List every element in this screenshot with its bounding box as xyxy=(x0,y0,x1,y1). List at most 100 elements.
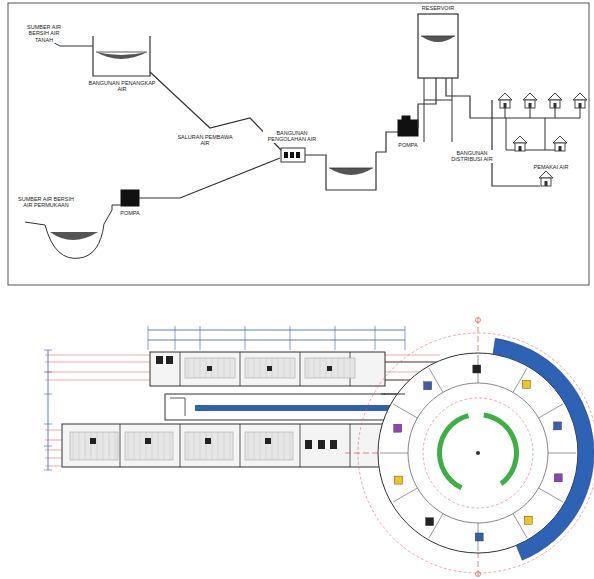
filter-element xyxy=(290,152,294,158)
building-wing xyxy=(62,424,392,467)
house-door xyxy=(519,146,522,151)
stall-line xyxy=(284,358,285,378)
house-icon xyxy=(553,136,567,143)
room-icon xyxy=(394,424,402,432)
inner-ring xyxy=(408,383,548,523)
house-icon xyxy=(573,93,587,100)
room-icon xyxy=(394,476,402,484)
valley xyxy=(25,210,112,258)
green-arc xyxy=(483,412,519,485)
stall-line xyxy=(152,432,153,460)
stall-line xyxy=(158,432,159,460)
stall-line xyxy=(350,358,351,378)
component-label: SUMBER AIR BERSIH AIR TANAH xyxy=(18,24,70,43)
house-icon xyxy=(539,171,553,178)
inner-ring xyxy=(423,398,533,508)
room-area xyxy=(185,432,233,460)
room-icon xyxy=(424,382,432,390)
fixture-symbol xyxy=(265,438,271,444)
house-icon xyxy=(548,93,562,100)
radial-wall xyxy=(548,453,576,454)
radial-wall xyxy=(380,453,408,454)
filter-element xyxy=(296,152,300,158)
tower-leg xyxy=(452,78,453,142)
stall-line xyxy=(212,432,213,460)
wall xyxy=(350,424,351,467)
stall-line xyxy=(194,432,195,460)
house-icon xyxy=(523,93,537,100)
room-area xyxy=(245,358,295,378)
fixture-symbol xyxy=(166,356,173,364)
house-icon xyxy=(575,100,585,108)
wall xyxy=(300,424,301,467)
stall-line xyxy=(128,432,129,460)
building-wing xyxy=(150,352,385,386)
stall-line xyxy=(344,358,345,378)
tower-leg xyxy=(424,78,425,142)
house-icon xyxy=(550,100,560,108)
stall-line xyxy=(254,432,255,460)
fixture-symbol xyxy=(318,440,325,449)
stall-line xyxy=(284,432,285,460)
wall xyxy=(180,352,181,386)
room-icon xyxy=(475,533,483,541)
fixture-symbol xyxy=(145,438,151,444)
stall-line xyxy=(224,432,225,460)
stall-line xyxy=(134,432,135,460)
dimension-tick xyxy=(405,326,406,350)
dimension-tick xyxy=(148,326,149,350)
dimension-tick xyxy=(44,394,52,395)
stall-line xyxy=(103,432,104,460)
tower-brace xyxy=(424,100,452,101)
dimension-tick xyxy=(44,350,52,351)
stall-line xyxy=(200,432,201,460)
panel-border xyxy=(8,3,589,285)
water-surface xyxy=(329,168,373,169)
radial-wall xyxy=(393,488,417,502)
stall-line xyxy=(109,432,110,460)
stall-line xyxy=(260,358,261,378)
green-arc xyxy=(437,413,469,490)
pool-bar xyxy=(195,405,395,411)
stall-line xyxy=(200,358,201,378)
stall-line xyxy=(338,358,339,378)
dimension-tick xyxy=(245,326,246,350)
pump-symbol xyxy=(398,120,418,136)
stall-line xyxy=(218,432,219,460)
stall-line xyxy=(206,358,207,378)
pipe xyxy=(446,78,492,118)
stall-line xyxy=(79,432,80,460)
house-door xyxy=(504,103,507,108)
room-area xyxy=(245,432,293,460)
pipe xyxy=(418,78,436,128)
filter-box xyxy=(281,148,305,162)
fixture-symbol xyxy=(207,366,212,371)
dimension-tick xyxy=(290,326,291,350)
pipe xyxy=(530,108,531,118)
reservoir-tank xyxy=(418,14,458,78)
house-door xyxy=(529,103,532,108)
stall-line xyxy=(73,432,74,460)
pipe xyxy=(505,108,506,118)
pipe xyxy=(580,108,581,118)
fixture-symbol xyxy=(156,356,163,364)
fixture-symbol xyxy=(330,440,337,449)
pipe xyxy=(506,118,507,150)
stall-line xyxy=(97,432,98,460)
house-icon xyxy=(498,93,512,100)
stall-line xyxy=(194,358,195,378)
stall-line xyxy=(146,432,147,460)
wall xyxy=(180,424,181,467)
room-icon xyxy=(524,516,532,524)
component-label: RESERVOIR xyxy=(418,5,458,11)
house-icon xyxy=(515,143,525,151)
house-icon xyxy=(500,100,510,108)
radial-wall xyxy=(393,404,417,418)
fixture-symbol xyxy=(305,440,312,449)
outer-ring xyxy=(358,333,594,573)
stall-line xyxy=(266,432,267,460)
dimension-tick xyxy=(44,424,52,425)
component-label: POMPA xyxy=(393,142,423,148)
pipe xyxy=(506,150,560,151)
room-icon xyxy=(522,380,530,388)
